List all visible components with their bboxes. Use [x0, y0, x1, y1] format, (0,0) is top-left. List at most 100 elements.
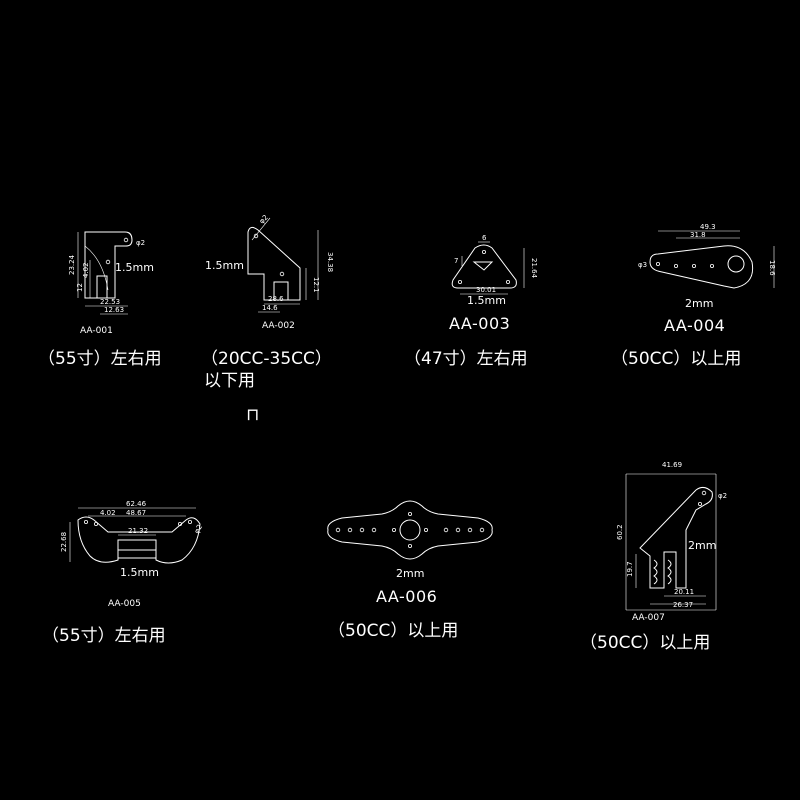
aa-004-outline	[649, 245, 754, 289]
aa-005-thickness: 1.5mm	[120, 566, 159, 579]
aa-002-dim-label: 12.1	[312, 277, 320, 293]
aa-004-center-hub	[727, 255, 745, 273]
aa-006-hole	[467, 527, 473, 533]
part-aa-002: φ2 34.38 12.1 28.6 14.6 1.5mm AA-002 （20…	[201, 213, 334, 425]
aa-003-outline	[451, 244, 517, 289]
part-aa-003: 6 7 21.64 30.01 1.5mm AA-003 （47寸）左右用	[404, 234, 538, 369]
aa-007-hole	[701, 490, 707, 496]
aa-003-hole	[505, 279, 510, 284]
aa-002-dim-label: 34.38	[326, 252, 334, 272]
aa-006-thickness: 2mm	[396, 567, 424, 580]
aa-004-hole	[710, 263, 715, 268]
aa-005-dim-label: 22.68	[60, 532, 68, 552]
aa-001-usage: （55寸）左右用	[38, 349, 162, 369]
aa-007-thickness: 2mm	[688, 539, 716, 552]
aa-002-code: AA-002	[262, 321, 295, 331]
aa-004-code: AA-004	[664, 316, 725, 335]
aa-002-dim-line	[251, 217, 271, 241]
aa-007-dim-label: φ2	[718, 492, 727, 500]
part-aa-005: 62.46 4.02 48.67 21.32 22.68 φ2 1.5mm AA…	[42, 500, 204, 646]
aa-007-outline	[639, 486, 713, 589]
aa-006-hole	[423, 528, 428, 533]
aa-005-dim-label: φ2	[193, 523, 204, 535]
aa-006-hole	[407, 544, 412, 549]
aa-004-thickness: 2mm	[685, 297, 713, 310]
aa-006-hole	[443, 527, 449, 533]
aa-004-hole	[674, 263, 679, 268]
aa-002-hole	[253, 233, 259, 239]
aa-007-code: AA-007	[632, 613, 665, 623]
aa-006-usage: （50CC）以上用	[328, 621, 458, 641]
aa-001-slot	[96, 275, 108, 299]
aa-001-hole	[123, 237, 129, 243]
aa-006-hole	[479, 527, 485, 533]
aa-001-thickness: 1.5mm	[115, 261, 154, 274]
aa-003-cutout	[472, 261, 494, 271]
aa-005-center-slot	[117, 539, 157, 559]
aa-007-serration	[667, 559, 672, 585]
aa-003-dim-label: 6	[482, 234, 487, 242]
aa-006-hole	[371, 527, 377, 533]
aa-002-outline	[247, 226, 301, 301]
aa-001-dim-label: 12	[76, 283, 84, 292]
aa-002-dim-label: φ2	[258, 213, 270, 225]
aa-005-hole	[177, 522, 182, 527]
aa-007-hole	[698, 501, 703, 506]
aa-004-dim-label: φ3	[638, 261, 647, 269]
aa-001-dim-label: 12.63	[104, 306, 124, 314]
aa-001-dim-label: 23.24	[68, 254, 76, 275]
part-aa-006: 2mm AA-006 （50CC）以上用	[327, 500, 493, 641]
aa-004-dim-label: 49.3	[700, 223, 716, 231]
aa-003-dim-label: 30.01	[476, 286, 496, 294]
aa-006-center-hub	[399, 519, 421, 541]
aa-003-usage: （47寸）左右用	[404, 349, 528, 369]
aa-002-usage-line2: 以下用	[204, 371, 255, 391]
aa-003-hole	[481, 249, 486, 254]
aa-002-hole	[279, 271, 285, 277]
aa-003-code: AA-003	[449, 314, 510, 333]
aa-006-hole	[359, 527, 365, 533]
aa-004-dim-label: 31.8	[690, 231, 706, 239]
aa-005-dim-label: 48.67	[126, 509, 146, 517]
aa-002-slot	[273, 281, 289, 301]
aa-006-hole	[335, 527, 341, 533]
aa-001-dim-label: φ2	[136, 239, 145, 247]
part-aa-001: φ2 23.24 4.02 12 22.53 12.63 1.5mm AA-00…	[38, 231, 162, 369]
aa-006-hole	[347, 527, 353, 533]
aa-007-usage: （50CC）以上用	[580, 633, 710, 653]
aa-005-dim-label: 4.02	[100, 509, 116, 517]
aa-003-dim-label: 21.64	[530, 258, 538, 279]
aa-005-hole	[94, 522, 99, 527]
aa-007-dim-label: 26.37	[673, 601, 693, 609]
aa-006-outline	[327, 500, 493, 560]
aa-002-dim-label: 14.6	[262, 304, 278, 312]
aa-001-code: AA-001	[80, 326, 113, 336]
aa-007-serration	[653, 559, 658, 585]
part-aa-004: 49.3 31.8 φ3 18.6 2mm AA-004 （50CC）以上用	[611, 223, 776, 369]
aa-002-usage-line1: （20CC-35CC）	[201, 349, 332, 369]
aa-002-dim-label: 28.6	[268, 295, 284, 303]
aa-007-dim-label: 60.2	[616, 524, 624, 540]
aa-003-thickness: 1.5mm	[467, 294, 506, 307]
part-aa-007: 41.69 φ2 60.2 19.7 20.11 26.37 2mm AA-00…	[580, 461, 727, 653]
aa-001-hole	[105, 259, 111, 265]
aa-007-dim-label: 41.69	[662, 461, 682, 469]
aa-006-hole	[407, 512, 412, 517]
aa-005-code: AA-005	[108, 599, 141, 609]
aa-005-usage: （55寸）左右用	[42, 626, 166, 646]
aa-001-dim-label: 4.02	[82, 262, 90, 278]
aa-006-hole	[455, 527, 461, 533]
aa-003-dim-label: 7	[454, 257, 458, 265]
aa-005-hole	[187, 520, 192, 525]
aa-006-code: AA-006	[376, 587, 437, 606]
aa-005-dim-label: 21.32	[128, 527, 148, 535]
aa-004-dim-label: 18.6	[768, 260, 776, 276]
aa-003-hole	[457, 279, 462, 284]
aa-001-dim-label: 22.53	[100, 298, 120, 306]
aa-007-dim-label: 19.7	[626, 561, 634, 577]
aa-005-outline	[77, 516, 201, 564]
aa-004-hole	[656, 261, 661, 266]
aa-004-usage: （50CC）以上用	[611, 349, 741, 369]
aa-005-hole	[84, 520, 89, 525]
